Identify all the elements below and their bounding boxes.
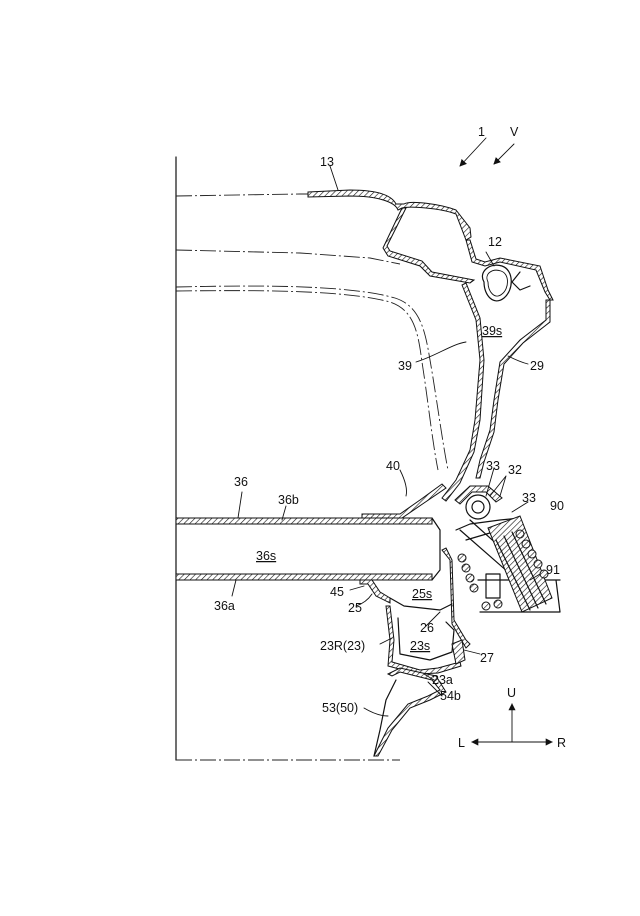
device-90-block (485, 573, 501, 599)
axis-label-left: L (458, 736, 465, 750)
label-23a: 23a (432, 673, 453, 687)
label-39: 39 (398, 359, 412, 373)
label-39s: 39s (482, 324, 502, 338)
label-23s: 23s (410, 639, 430, 653)
label-33b: 33 (522, 491, 536, 505)
label-25s: 25s (412, 587, 432, 601)
label-40: 40 (386, 459, 400, 473)
label-32: 32 (508, 463, 522, 477)
lower-member-26 (441, 547, 471, 649)
label-45: 45 (330, 585, 344, 599)
label-13: 13 (320, 155, 334, 169)
pillar-53-inner (373, 679, 397, 757)
label-27: 27 (480, 651, 494, 665)
label-12: 12 (488, 235, 502, 249)
seal-flange (465, 239, 554, 301)
bracket-40 (361, 483, 447, 519)
label-90: 90 (550, 499, 564, 513)
device-90-rod (495, 531, 547, 611)
label-36s: 36s (256, 549, 276, 563)
roof-panel (307, 189, 472, 241)
label-1: 1 (478, 125, 485, 139)
view-arrow-1 (459, 137, 487, 167)
hinge-pin-32-inner (471, 500, 485, 514)
label-91: 91 (546, 563, 560, 577)
outer-panel-29 (475, 299, 551, 479)
cross-member-36-bottom (175, 573, 433, 581)
seal-lip (511, 271, 531, 291)
label-36: 36 (234, 475, 248, 489)
pillar-39 (441, 282, 485, 502)
label-54b: 54b (440, 689, 461, 703)
cross-member-36-top (175, 517, 433, 525)
roof-rail-member (382, 207, 476, 284)
window-glass-dashdot-inner (175, 290, 439, 471)
axis-label-right: R (557, 736, 566, 750)
label-36a: 36a (214, 599, 235, 613)
label-33a: 33 (486, 459, 500, 473)
cross-member-36-end (431, 517, 441, 581)
view-arrow-2 (493, 143, 515, 165)
label-V: V (510, 125, 519, 139)
label-25: 25 (348, 601, 362, 615)
box-23s-inner (397, 617, 455, 661)
label-23R: 23R(23) (320, 639, 365, 653)
leader-lines (231, 165, 541, 717)
hollow-weatherstrip-12 (481, 264, 512, 302)
outer-panel-dashdot (175, 193, 318, 197)
panel-25s (389, 597, 453, 611)
hollow-weatherstrip-12-inner (486, 269, 508, 297)
hinge-pin-32 (465, 494, 491, 520)
label-36b: 36b (278, 493, 299, 507)
label-26: 26 (420, 621, 434, 635)
window-glass-dashdot (175, 285, 449, 471)
label-53: 53(50) (322, 701, 358, 715)
label-29: 29 (530, 359, 544, 373)
spring-coils (457, 529, 549, 611)
axis-label-up: U (507, 686, 516, 700)
lower-member-25 (359, 579, 391, 604)
hinge-bracket-33 (454, 485, 503, 505)
window-dashdot-1 (175, 249, 401, 265)
part-27 (451, 639, 466, 665)
device-90-body (487, 515, 553, 613)
